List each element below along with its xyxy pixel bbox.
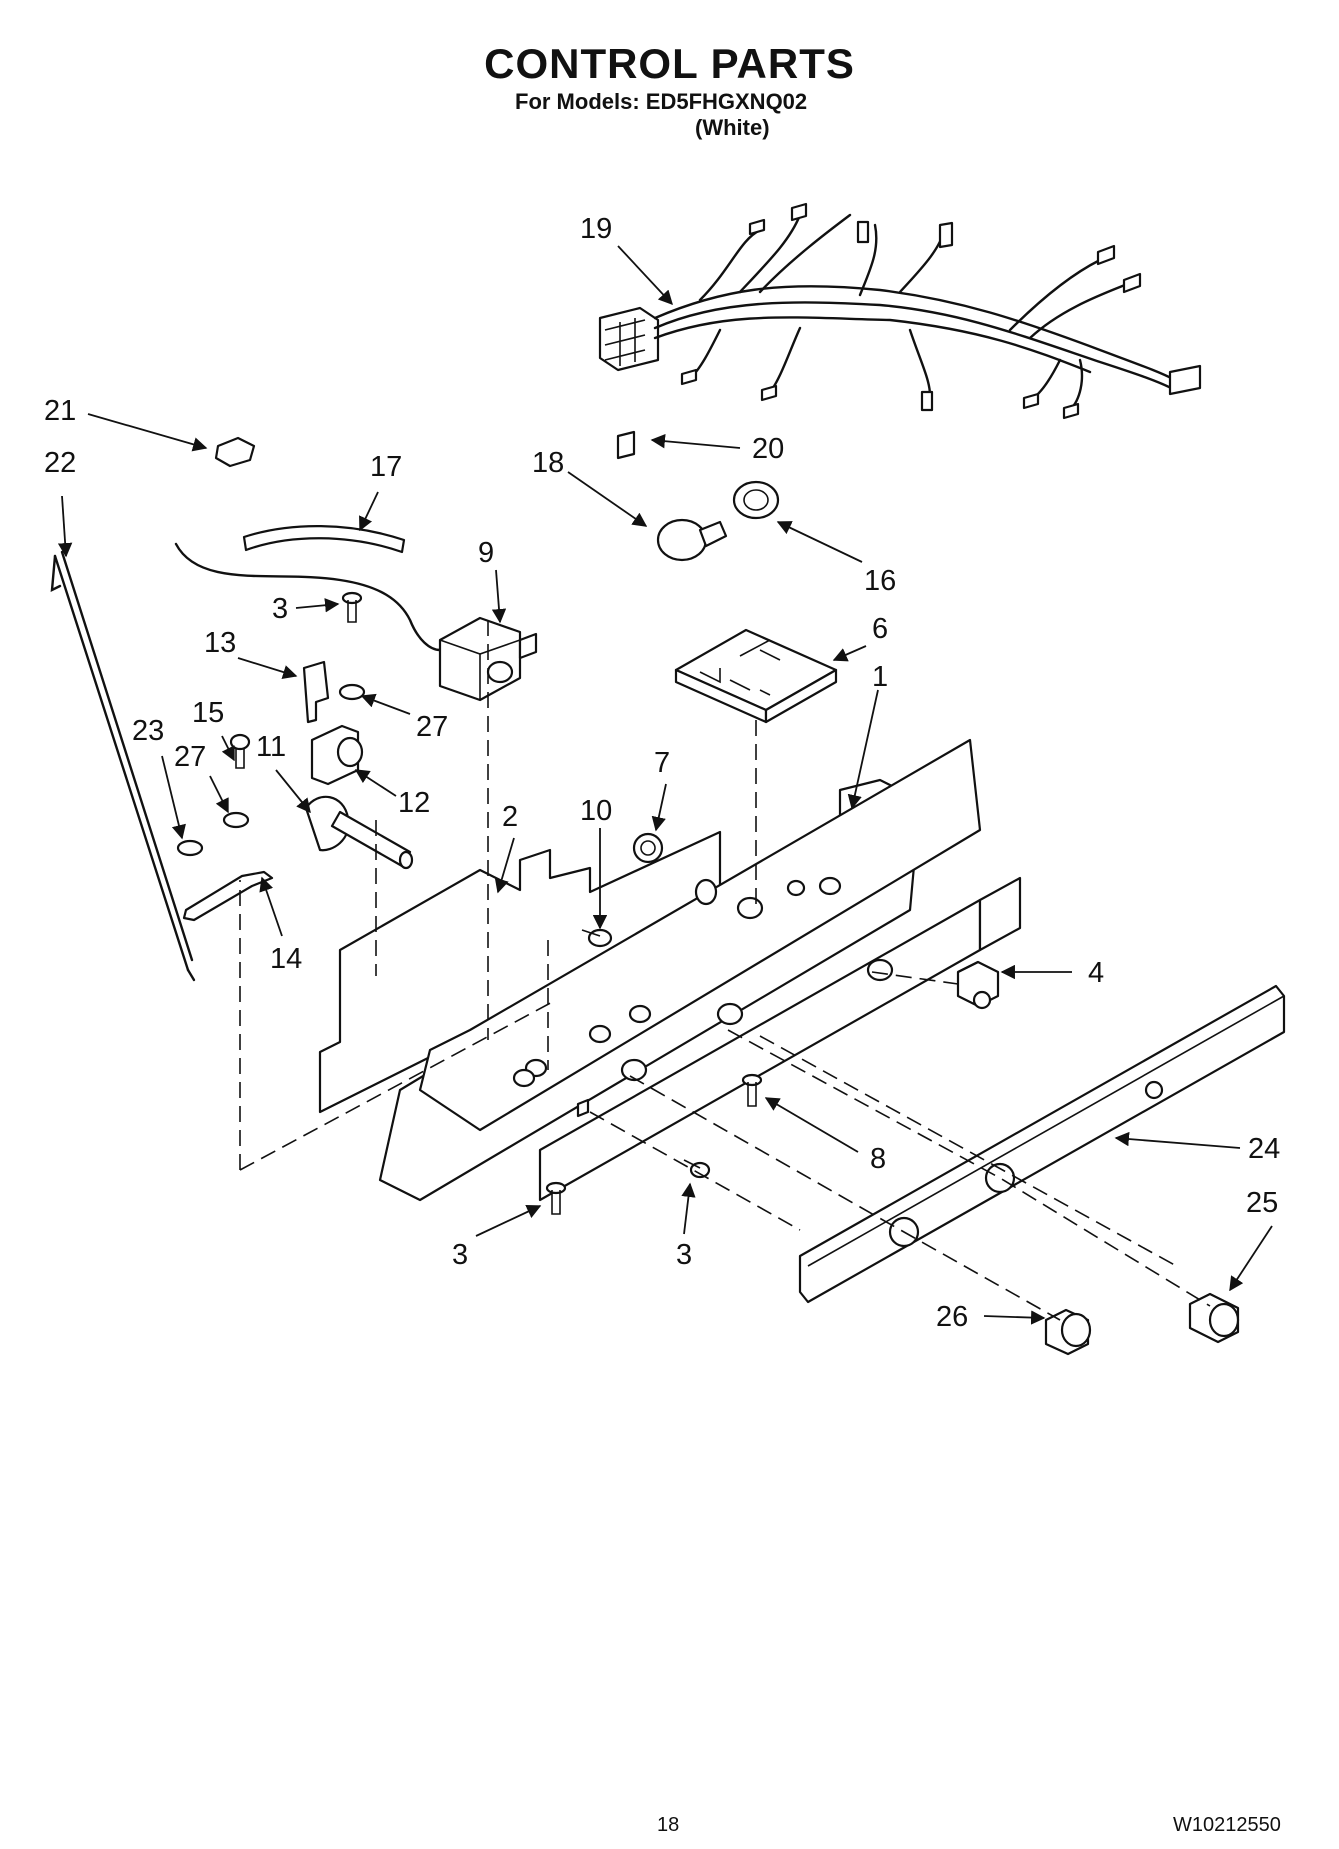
callout-16: 16 <box>864 565 896 597</box>
screw-part-15 <box>229 733 251 769</box>
callout-13: 13 <box>204 627 236 659</box>
callout-12: 12 <box>398 787 430 819</box>
screw-part-3-lower-left <box>545 1181 567 1215</box>
callout-24: 24 <box>1248 1133 1280 1165</box>
callout-4: 4 <box>1088 957 1104 989</box>
models-line: For Models: ED5FHGXNQ02 <box>515 89 808 114</box>
screw-part-10 <box>581 928 613 948</box>
callout-27-upper: 27 <box>416 711 448 743</box>
callout-6: 6 <box>872 613 888 645</box>
alignment-lines <box>239 620 1211 1321</box>
callout-27-lower: 27 <box>174 741 206 773</box>
washer-part-27-upper <box>338 683 366 701</box>
page-title: CONTROL PARTS <box>484 40 855 87</box>
lamp-socket-part-16 <box>732 480 780 520</box>
clip-part-20 <box>616 430 636 460</box>
control-panel-part-24 <box>798 984 1286 1304</box>
control-rod-part-22 <box>50 550 196 982</box>
screw-part-3-lower-right <box>683 1159 711 1179</box>
color-line: (White) <box>695 115 770 140</box>
callout-numbers: 19 20 18 16 21 22 17 9 3 13 27 12 11 15 … <box>44 213 1280 1333</box>
thermostat-part-9 <box>174 542 538 702</box>
clip-part-21 <box>214 436 256 468</box>
screw-part-3-upper <box>341 591 363 623</box>
callout-17: 17 <box>370 451 402 483</box>
screw-part-7 <box>741 1073 763 1107</box>
control-board-part-6 <box>674 628 838 724</box>
callout-22: 22 <box>44 447 76 479</box>
tube-part-17 <box>242 525 406 554</box>
callout-8: 7 <box>654 747 670 779</box>
page-number: 18 <box>657 1814 680 1836</box>
callout-23: 23 <box>132 715 164 747</box>
knob-part-25 <box>1188 1292 1240 1344</box>
callout-1: 1 <box>872 661 888 693</box>
callout-25: 25 <box>1246 1187 1278 1219</box>
mounting-bracket-part-2 <box>318 830 722 1114</box>
switch-part-4 <box>956 960 1000 1010</box>
callout-15: 15 <box>192 697 224 729</box>
callout-20: 20 <box>752 433 784 465</box>
callout-7: 8 <box>870 1143 886 1175</box>
wire-harness-part-19 <box>598 202 1202 420</box>
callout-3-upper: 3 <box>272 593 288 625</box>
shaft-part-11 <box>304 795 414 870</box>
light-bulb-part-18 <box>656 518 728 562</box>
callout-10: 10 <box>580 795 612 827</box>
control-housing-part-1 <box>378 738 1022 1202</box>
callout-14: 14 <box>270 943 302 975</box>
callout-26: 26 <box>936 1301 968 1333</box>
callout-3-lower-left: 3 <box>452 1239 468 1271</box>
callout-19: 19 <box>580 213 612 245</box>
callout-3-lower-right: 3 <box>676 1239 692 1271</box>
lever-part-14 <box>182 870 274 922</box>
washer-part-23 <box>176 839 204 857</box>
washer-part-27-lower <box>222 811 250 829</box>
document-code: W10212550 <box>1173 1814 1281 1836</box>
callout-21: 21 <box>44 395 76 427</box>
bracket-part-13 <box>302 660 330 724</box>
callout-11: 11 <box>256 731 286 763</box>
callout-18: 18 <box>532 447 564 479</box>
leader-lines <box>57 245 1273 1325</box>
knob-part-26 <box>1044 1308 1092 1356</box>
bracket-part-12 <box>310 724 364 786</box>
grommet-part-8 <box>632 832 664 864</box>
callout-2: 2 <box>502 801 518 833</box>
callout-9: 9 <box>478 537 494 569</box>
